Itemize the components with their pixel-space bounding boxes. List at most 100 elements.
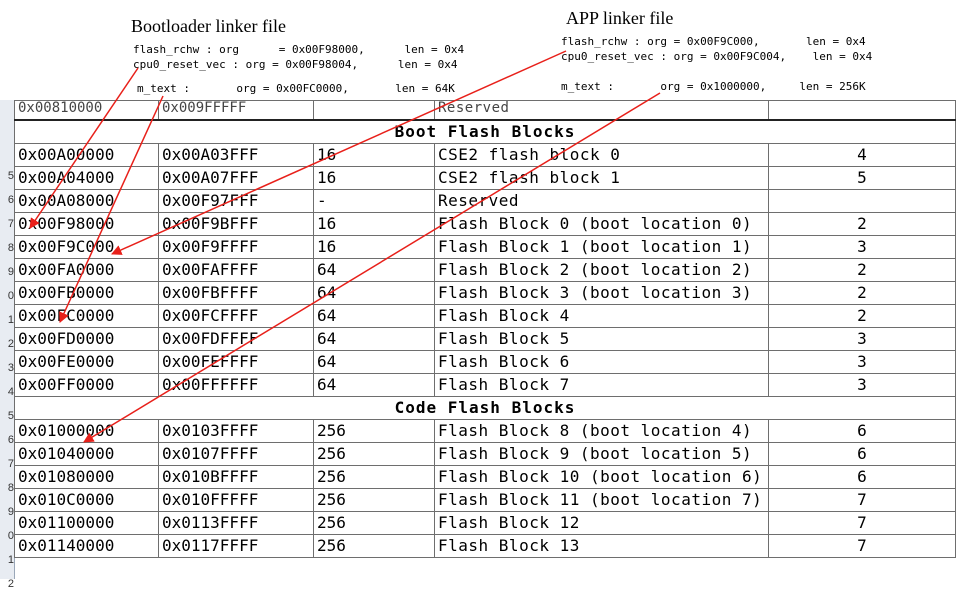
start-address-cell[interactable]: 0x00A08000 xyxy=(14,189,159,213)
partition-cell[interactable]: 5 xyxy=(768,166,956,190)
row-number[interactable]: 5 xyxy=(7,410,14,422)
description-cell[interactable]: Flash Block 10 (boot location 6) xyxy=(434,465,769,489)
description-cell[interactable]: Flash Block 9 (boot location 5) xyxy=(434,442,769,466)
row-number[interactable]: 5 xyxy=(7,170,14,182)
start-address-cell[interactable]: 0x00FC0000 xyxy=(14,304,159,328)
end-address-cell[interactable]: 0x0117FFFF xyxy=(158,534,314,558)
size-kb-cell[interactable]: 256 xyxy=(313,442,435,466)
size-kb-cell[interactable]: 256 xyxy=(313,419,435,443)
partition-cell[interactable]: 7 xyxy=(768,511,956,535)
start-address-cell[interactable]: 0x01140000 xyxy=(14,534,159,558)
description-cell[interactable]: Flash Block 7 xyxy=(434,373,769,397)
end-address-cell[interactable]: 0x00A03FFF xyxy=(158,143,314,167)
partition-cell[interactable]: 6 xyxy=(768,465,956,489)
size-kb-cell[interactable]: 256 xyxy=(313,534,435,558)
row-number[interactable]: 3 xyxy=(7,362,14,374)
end-address-cell[interactable]: 0x0103FFFF xyxy=(158,419,314,443)
end-address-cell[interactable]: 0x00F9FFFF xyxy=(158,235,314,259)
end-address-cell[interactable]: 0x009FFFFF xyxy=(158,100,314,121)
row-number[interactable]: 9 xyxy=(7,266,14,278)
end-address-cell[interactable]: 0x00FDFFFF xyxy=(158,327,314,351)
end-address-cell[interactable]: 0x0107FFFF xyxy=(158,442,314,466)
size-kb-cell[interactable] xyxy=(313,100,435,121)
end-address-cell[interactable]: 0x010BFFFF xyxy=(158,465,314,489)
size-kb-cell[interactable]: 16 xyxy=(313,166,435,190)
end-address-cell[interactable]: 0x010FFFFF xyxy=(158,488,314,512)
partition-cell[interactable] xyxy=(768,100,956,121)
start-address-cell[interactable]: 0x00FF0000 xyxy=(14,373,159,397)
partition-cell[interactable]: 2 xyxy=(768,304,956,328)
end-address-cell[interactable]: 0x00F9BFFF xyxy=(158,212,314,236)
start-address-cell[interactable]: 0x00FB0000 xyxy=(14,281,159,305)
size-kb-cell[interactable]: - xyxy=(313,189,435,213)
description-cell[interactable]: Flash Block 12 xyxy=(434,511,769,535)
description-cell[interactable]: Flash Block 5 xyxy=(434,327,769,351)
description-cell[interactable]: CSE2 flash block 1 xyxy=(434,166,769,190)
partition-cell[interactable]: 2 xyxy=(768,258,956,282)
description-cell[interactable]: Reserved xyxy=(434,100,769,121)
description-cell[interactable]: Flash Block 11 (boot location 7) xyxy=(434,488,769,512)
partition-cell[interactable]: 7 xyxy=(768,534,956,558)
partition-cell[interactable]: 4 xyxy=(768,143,956,167)
size-kb-cell[interactable]: 16 xyxy=(313,143,435,167)
row-number[interactable]: 8 xyxy=(7,242,14,254)
start-address-cell[interactable]: 0x00F9C000 xyxy=(14,235,159,259)
end-address-cell[interactable]: 0x00FFFFFF xyxy=(158,373,314,397)
size-kb-cell[interactable]: 64 xyxy=(313,258,435,282)
partition-cell[interactable]: 3 xyxy=(768,327,956,351)
code-flash-section-header-title[interactable]: Code Flash Blocks xyxy=(14,396,956,420)
partition-cell[interactable]: 2 xyxy=(768,281,956,305)
row-number[interactable]: 2 xyxy=(7,578,14,590)
partition-cell[interactable]: 3 xyxy=(768,373,956,397)
description-cell[interactable]: Flash Block 8 (boot location 4) xyxy=(434,419,769,443)
description-cell[interactable]: Flash Block 0 (boot location 0) xyxy=(434,212,769,236)
size-kb-cell[interactable]: 64 xyxy=(313,373,435,397)
row-number[interactable]: 9 xyxy=(7,506,14,518)
size-kb-cell[interactable]: 16 xyxy=(313,235,435,259)
description-cell[interactable]: CSE2 flash block 0 xyxy=(434,143,769,167)
partition-cell[interactable]: 3 xyxy=(768,235,956,259)
start-address-cell[interactable]: 0x01000000 xyxy=(14,419,159,443)
size-kb-cell[interactable]: 64 xyxy=(313,281,435,305)
row-number[interactable]: 2 xyxy=(7,338,14,350)
size-kb-cell[interactable]: 64 xyxy=(313,350,435,374)
start-address-cell[interactable]: 0x00A04000 xyxy=(14,166,159,190)
row-number[interactable]: 0 xyxy=(7,290,14,302)
start-address-cell[interactable]: 0x00FD0000 xyxy=(14,327,159,351)
size-kb-cell[interactable]: 256 xyxy=(313,511,435,535)
start-address-cell[interactable]: 0x00A00000 xyxy=(14,143,159,167)
size-kb-cell[interactable]: 16 xyxy=(313,212,435,236)
size-kb-cell[interactable]: 256 xyxy=(313,465,435,489)
start-address-cell[interactable]: 0x010C0000 xyxy=(14,488,159,512)
row-number[interactable]: 6 xyxy=(7,194,14,206)
start-address-cell[interactable]: 0x01100000 xyxy=(14,511,159,535)
partition-cell[interactable]: 7 xyxy=(768,488,956,512)
row-number[interactable]: 7 xyxy=(7,218,14,230)
description-cell[interactable]: Flash Block 3 (boot location 3) xyxy=(434,281,769,305)
start-address-cell[interactable]: 0x00F98000 xyxy=(14,212,159,236)
row-number[interactable]: 6 xyxy=(7,434,14,446)
description-cell[interactable]: Flash Block 2 (boot location 2) xyxy=(434,258,769,282)
start-address-cell[interactable]: 0x00FA0000 xyxy=(14,258,159,282)
partition-cell[interactable]: 2 xyxy=(768,212,956,236)
row-number[interactable]: 0 xyxy=(7,530,14,542)
end-address-cell[interactable]: 0x00FAFFFF xyxy=(158,258,314,282)
row-number[interactable]: 8 xyxy=(7,482,14,494)
description-cell[interactable]: Flash Block 6 xyxy=(434,350,769,374)
end-address-cell[interactable]: 0x00A07FFF xyxy=(158,166,314,190)
description-cell[interactable]: Flash Block 1 (boot location 1) xyxy=(434,235,769,259)
boot-flash-section-header-title[interactable]: Boot Flash Blocks xyxy=(14,119,956,144)
end-address-cell[interactable]: 0x0113FFFF xyxy=(158,511,314,535)
partition-cell[interactable] xyxy=(768,189,956,213)
row-number[interactable]: 1 xyxy=(7,314,14,326)
partition-cell[interactable]: 6 xyxy=(768,442,956,466)
end-address-cell[interactable]: 0x00FCFFFF xyxy=(158,304,314,328)
end-address-cell[interactable]: 0x00FBFFFF xyxy=(158,281,314,305)
size-kb-cell[interactable]: 64 xyxy=(313,304,435,328)
description-cell[interactable]: Reserved xyxy=(434,189,769,213)
partition-cell[interactable]: 6 xyxy=(768,419,956,443)
start-address-cell[interactable]: 0x01080000 xyxy=(14,465,159,489)
start-address-cell[interactable]: 0x00FE0000 xyxy=(14,350,159,374)
row-number[interactable]: 4 xyxy=(7,386,14,398)
start-address-cell[interactable]: 0x01040000 xyxy=(14,442,159,466)
